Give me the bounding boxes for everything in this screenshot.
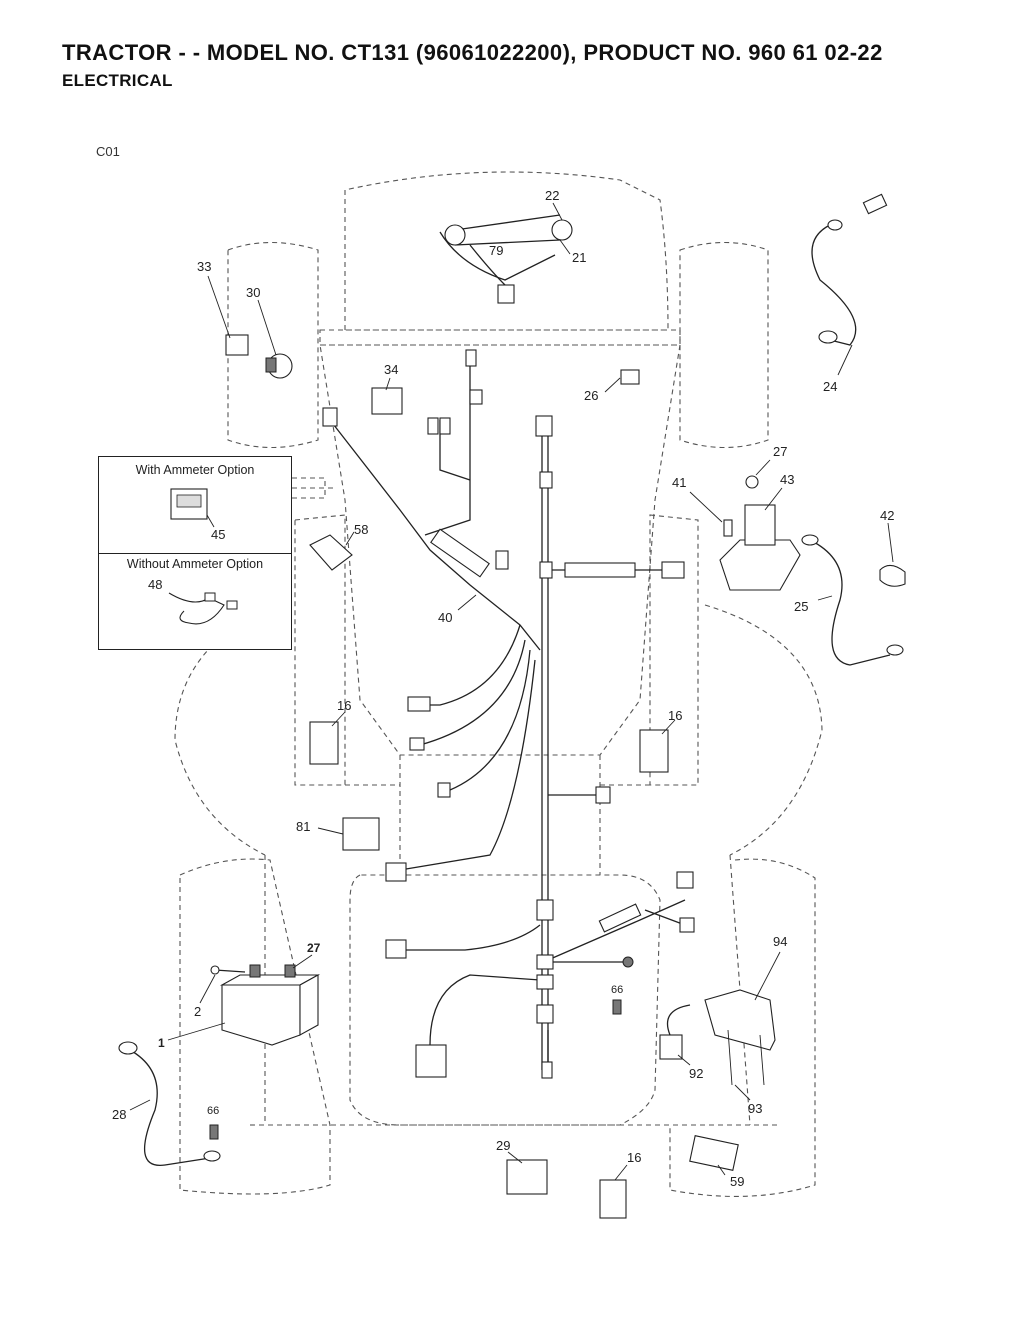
harness-connector-right	[661, 561, 685, 579]
part-59	[689, 1135, 739, 1171]
callout-81: 81	[296, 819, 310, 834]
harness-tube	[564, 562, 636, 578]
harness-connector	[595, 786, 611, 804]
switch-29	[506, 1159, 548, 1195]
harness-tube	[598, 903, 642, 933]
leader-lines	[129, 202, 894, 1181]
solenoid-assembly	[719, 475, 801, 591]
harness-sleeve	[536, 954, 554, 970]
callout-1: 1	[158, 1036, 165, 1050]
page-title: TRACTOR - - MODEL NO. CT131 (96061022200…	[62, 40, 883, 65]
page-code: C01	[96, 144, 120, 159]
harness-sleeve	[539, 471, 553, 489]
callout-34: 34	[384, 362, 398, 377]
harness-connector	[385, 939, 407, 959]
safety-switch-right	[639, 729, 669, 773]
callout-26: 26	[584, 388, 598, 403]
harness-connector	[676, 871, 694, 889]
callout-42: 42	[880, 508, 894, 523]
with-ammeter-label: With Ammeter Option	[135, 463, 255, 477]
battery-cable-24	[811, 193, 888, 346]
callout-27-battery: 27	[307, 941, 321, 955]
headlight-assembly	[439, 214, 573, 304]
callout-40: 40	[438, 610, 452, 625]
fuse-26	[620, 369, 640, 385]
harness-connector	[679, 917, 695, 933]
section-subtitle: ELECTRICAL	[62, 71, 173, 90]
ground-terminal	[622, 956, 634, 968]
battery-cable-28	[118, 1041, 221, 1166]
ignition-key	[225, 334, 249, 356]
callout-58: 58	[354, 522, 368, 537]
relay-81	[342, 817, 380, 851]
callout-25: 25	[794, 599, 808, 614]
ignition-switch-body	[265, 357, 277, 373]
terminal-cap-42	[879, 564, 906, 587]
callout-16-left: 16	[337, 698, 351, 713]
harness-plug	[415, 1044, 447, 1078]
harness-sleeve	[536, 1004, 554, 1024]
tractor-outline	[174, 171, 823, 1197]
switch-34	[371, 387, 403, 415]
callout-2: 2	[194, 1004, 201, 1019]
callout-79: 79	[489, 243, 503, 258]
safety-switch-bottom	[599, 1179, 627, 1219]
harness-connector	[495, 550, 509, 570]
battery	[210, 964, 321, 1046]
wire-harness	[329, 355, 686, 1075]
ammeter-module-94	[704, 989, 776, 1051]
callout-48: 48	[148, 577, 162, 592]
connector-92	[659, 1034, 683, 1060]
callout-16-bottom: 16	[627, 1150, 641, 1165]
callout-27-top: 27	[773, 444, 787, 459]
harness-connector	[469, 389, 483, 405]
callout-21: 21	[572, 250, 586, 265]
callout-93: 93	[748, 1101, 762, 1116]
harness-connector	[322, 407, 338, 427]
callout-41: 41	[672, 475, 686, 490]
inset-divider	[99, 553, 291, 554]
screw-66	[209, 1124, 219, 1140]
callout-29: 29	[496, 1138, 510, 1153]
callout-16-right: 16	[668, 708, 682, 723]
harness-sleeve	[536, 974, 554, 990]
callout-33: 33	[197, 259, 211, 274]
harness-sleeve	[536, 899, 554, 921]
screws-93	[727, 1029, 765, 1086]
callout-94: 94	[773, 934, 787, 949]
callout-22: 22	[545, 188, 559, 203]
harness-connector	[439, 417, 451, 435]
harness-connector	[465, 349, 477, 367]
callout-30: 30	[246, 285, 260, 300]
harness-connector	[407, 696, 431, 712]
ammeter-gauge-drawing: 45	[170, 488, 225, 542]
harness-connector	[409, 737, 425, 751]
cable-terminal	[886, 644, 904, 656]
cable-terminal	[801, 534, 819, 546]
callout-92: 92	[689, 1066, 703, 1081]
ammeter-option-inset: With Ammeter Option 45 Without Ammeter O…	[98, 456, 292, 650]
callout-66-left: 66	[207, 1105, 219, 1117]
jumper-wire-drawing: 48	[148, 577, 238, 625]
cable-25	[809, 539, 891, 666]
safety-switch-left	[309, 721, 339, 765]
callout-28: 28	[112, 1107, 126, 1122]
part-58	[309, 534, 353, 571]
harness-connector	[385, 862, 407, 882]
harness-connector	[437, 782, 451, 798]
callout-66-right: 66	[611, 984, 623, 996]
harness-sleeve	[539, 561, 553, 579]
harness-connector	[427, 417, 439, 435]
callout-labels: 22 79 21 33 30 34 26 24 27 41 43 42 25 4…	[112, 188, 894, 1189]
harness-connector	[541, 1061, 553, 1079]
screw-66	[612, 999, 622, 1015]
without-ammeter-label: Without Ammeter Option	[126, 557, 264, 571]
harness-connector-top	[535, 415, 553, 437]
callout-43: 43	[780, 472, 794, 487]
callout-45: 45	[211, 527, 225, 542]
harness-tube-40	[430, 528, 490, 578]
callout-59: 59	[730, 1174, 744, 1189]
callout-24: 24	[823, 379, 837, 394]
